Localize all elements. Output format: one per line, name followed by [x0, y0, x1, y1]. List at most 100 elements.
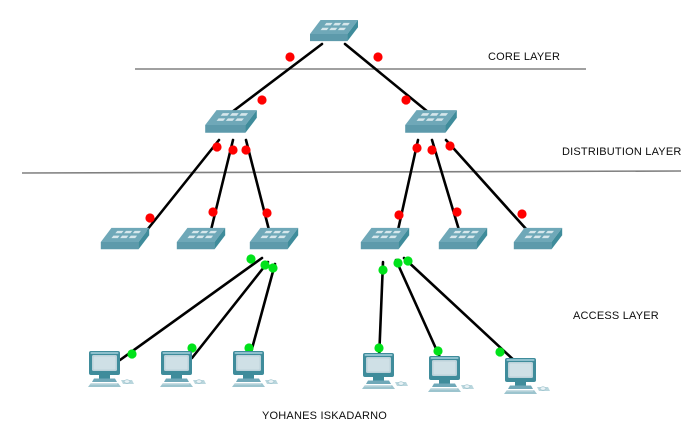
monitor-highlight — [506, 359, 535, 361]
switch-front-face — [405, 125, 446, 133]
link-access-3-to-pc-2-status-dot-1 — [260, 260, 270, 270]
switch-front-face — [360, 241, 399, 250]
access-switch-1[interactable] — [100, 226, 150, 256]
switch-port-mark-5 — [380, 235, 389, 239]
link-access-4-to-pc-4-status-dot-2 — [374, 343, 384, 353]
link-group — [118, 42, 529, 366]
switch-port-mark-1 — [324, 22, 333, 26]
distribution-switch-left[interactable] — [205, 108, 257, 140]
monitor-highlight — [162, 352, 191, 354]
link-dist-right-to-access-6-status-dot-2 — [517, 209, 527, 219]
core-switch[interactable] — [310, 18, 358, 48]
link-dist-right-to-access-5 — [430, 138, 461, 232]
switch-port-mark-3 — [208, 230, 217, 234]
switch-port-mark-3 — [470, 230, 479, 234]
pc-1[interactable] — [88, 350, 134, 390]
link-dist-right-to-access-4-status-dot-2 — [394, 210, 404, 220]
switch-side-face — [398, 227, 410, 250]
switch-port-mark-6 — [388, 235, 398, 239]
switch-port-mark-5 — [120, 235, 129, 239]
monitor-base — [432, 383, 457, 387]
switch-port-mark-2 — [333, 22, 342, 26]
link-access-3-to-pc-1 — [118, 256, 264, 362]
layer-divider-group — [21, 68, 682, 174]
switch-port-mark-4 — [216, 118, 226, 121]
link-access-3-to-pc-3-status-dot-2 — [244, 343, 254, 353]
switch-port-mark-4 — [187, 235, 196, 239]
switch-port-mark-6 — [337, 27, 346, 31]
link-access-3-to-pc-2-status-dot-2 — [187, 343, 197, 353]
pc-2[interactable] — [160, 350, 206, 390]
link-access-4-to-pc-5-status-dot-1 — [393, 258, 403, 268]
link-dist-right-to-access-5-status-dot-1 — [427, 145, 437, 155]
switch-port-mark-1 — [528, 230, 537, 234]
monitor-neck — [243, 375, 254, 379]
link-dist-left-to-access-3-status-dot-1 — [241, 145, 251, 155]
switch-port-mark-3 — [392, 230, 401, 234]
pc-3[interactable] — [232, 350, 278, 390]
author-caption: YOHANES ISKADARNO — [262, 410, 388, 422]
link-core-to-dist-left — [230, 42, 324, 114]
link-core-to-dist-left-status-dot-2 — [285, 52, 295, 62]
mouse — [463, 384, 471, 389]
monitor-base — [92, 378, 117, 382]
mouse — [123, 379, 131, 384]
switch-port-mark-5 — [196, 235, 205, 239]
switch-front-face — [249, 241, 288, 250]
switch-port-mark-5 — [225, 118, 235, 121]
monitor-screen-glass — [367, 358, 390, 372]
switch-port-mark-4 — [524, 235, 533, 239]
switch-side-face — [476, 227, 488, 250]
switch-port-mark-1 — [264, 230, 273, 234]
switch-port-mark-3 — [545, 230, 554, 234]
switch-port-mark-4 — [416, 118, 426, 121]
switch-port-mark-6 — [235, 118, 244, 121]
access-switch-5[interactable] — [438, 226, 488, 256]
switch-port-mark-2 — [384, 230, 393, 234]
switch-port-mark-2 — [124, 230, 133, 234]
keyboard-keys — [364, 385, 392, 387]
switch-side-face — [214, 227, 226, 250]
keyboard-keys — [234, 383, 262, 385]
pc-4[interactable] — [362, 352, 408, 392]
link-access-4-to-pc-5 — [394, 258, 444, 364]
switch-port-mark-4 — [111, 235, 120, 239]
switch-port-mark-1 — [453, 230, 462, 234]
monitor-base — [164, 378, 189, 382]
switch-port-mark-2 — [229, 113, 239, 116]
keyboard-keys — [90, 383, 118, 385]
pc-5[interactable] — [428, 355, 474, 395]
access-switch-2[interactable] — [176, 226, 226, 256]
switch-port-mark-1 — [220, 113, 230, 116]
access-switch-4[interactable] — [360, 226, 410, 256]
access-switch-3[interactable] — [249, 226, 299, 256]
keyboard-keys — [162, 383, 190, 385]
switch-port-mark-3 — [281, 230, 290, 234]
link-access-3-to-pc-3-status-dot-1 — [268, 263, 278, 273]
monitor-highlight — [430, 357, 459, 359]
switch-port-mark-5 — [269, 235, 278, 239]
link-dist-left-to-access-3-status-dot-2 — [262, 208, 272, 218]
switch-port-mark-6 — [204, 235, 214, 239]
link-dist-left-to-access-2-status-dot-1 — [228, 145, 238, 155]
link-dist-left-to-access-2-status-dot-2 — [208, 207, 218, 217]
monitor-base — [366, 380, 391, 384]
mouse — [397, 381, 405, 386]
pc-6[interactable] — [504, 357, 550, 397]
access-switch-6[interactable] — [513, 226, 563, 256]
switch-port-mark-1 — [191, 230, 200, 234]
switch-port-mark-2 — [273, 230, 282, 234]
switch-port-mark-1 — [420, 113, 430, 116]
link-core-to-dist-right — [343, 42, 430, 114]
distribution-switch-right[interactable] — [405, 108, 457, 140]
link-dist-left-to-access-1-status-dot-1 — [212, 142, 222, 152]
keyboard-keys — [506, 390, 534, 392]
switch-front-face — [205, 125, 246, 133]
monitor-neck — [439, 380, 450, 384]
monitor-base — [236, 378, 261, 382]
layer-label-distribution: DISTRIBUTION LAYER — [562, 146, 682, 158]
link-access-4-to-pc-6 — [402, 256, 520, 366]
link-dist-left-to-access-1 — [145, 138, 221, 232]
switch-port-mark-6 — [435, 118, 444, 121]
